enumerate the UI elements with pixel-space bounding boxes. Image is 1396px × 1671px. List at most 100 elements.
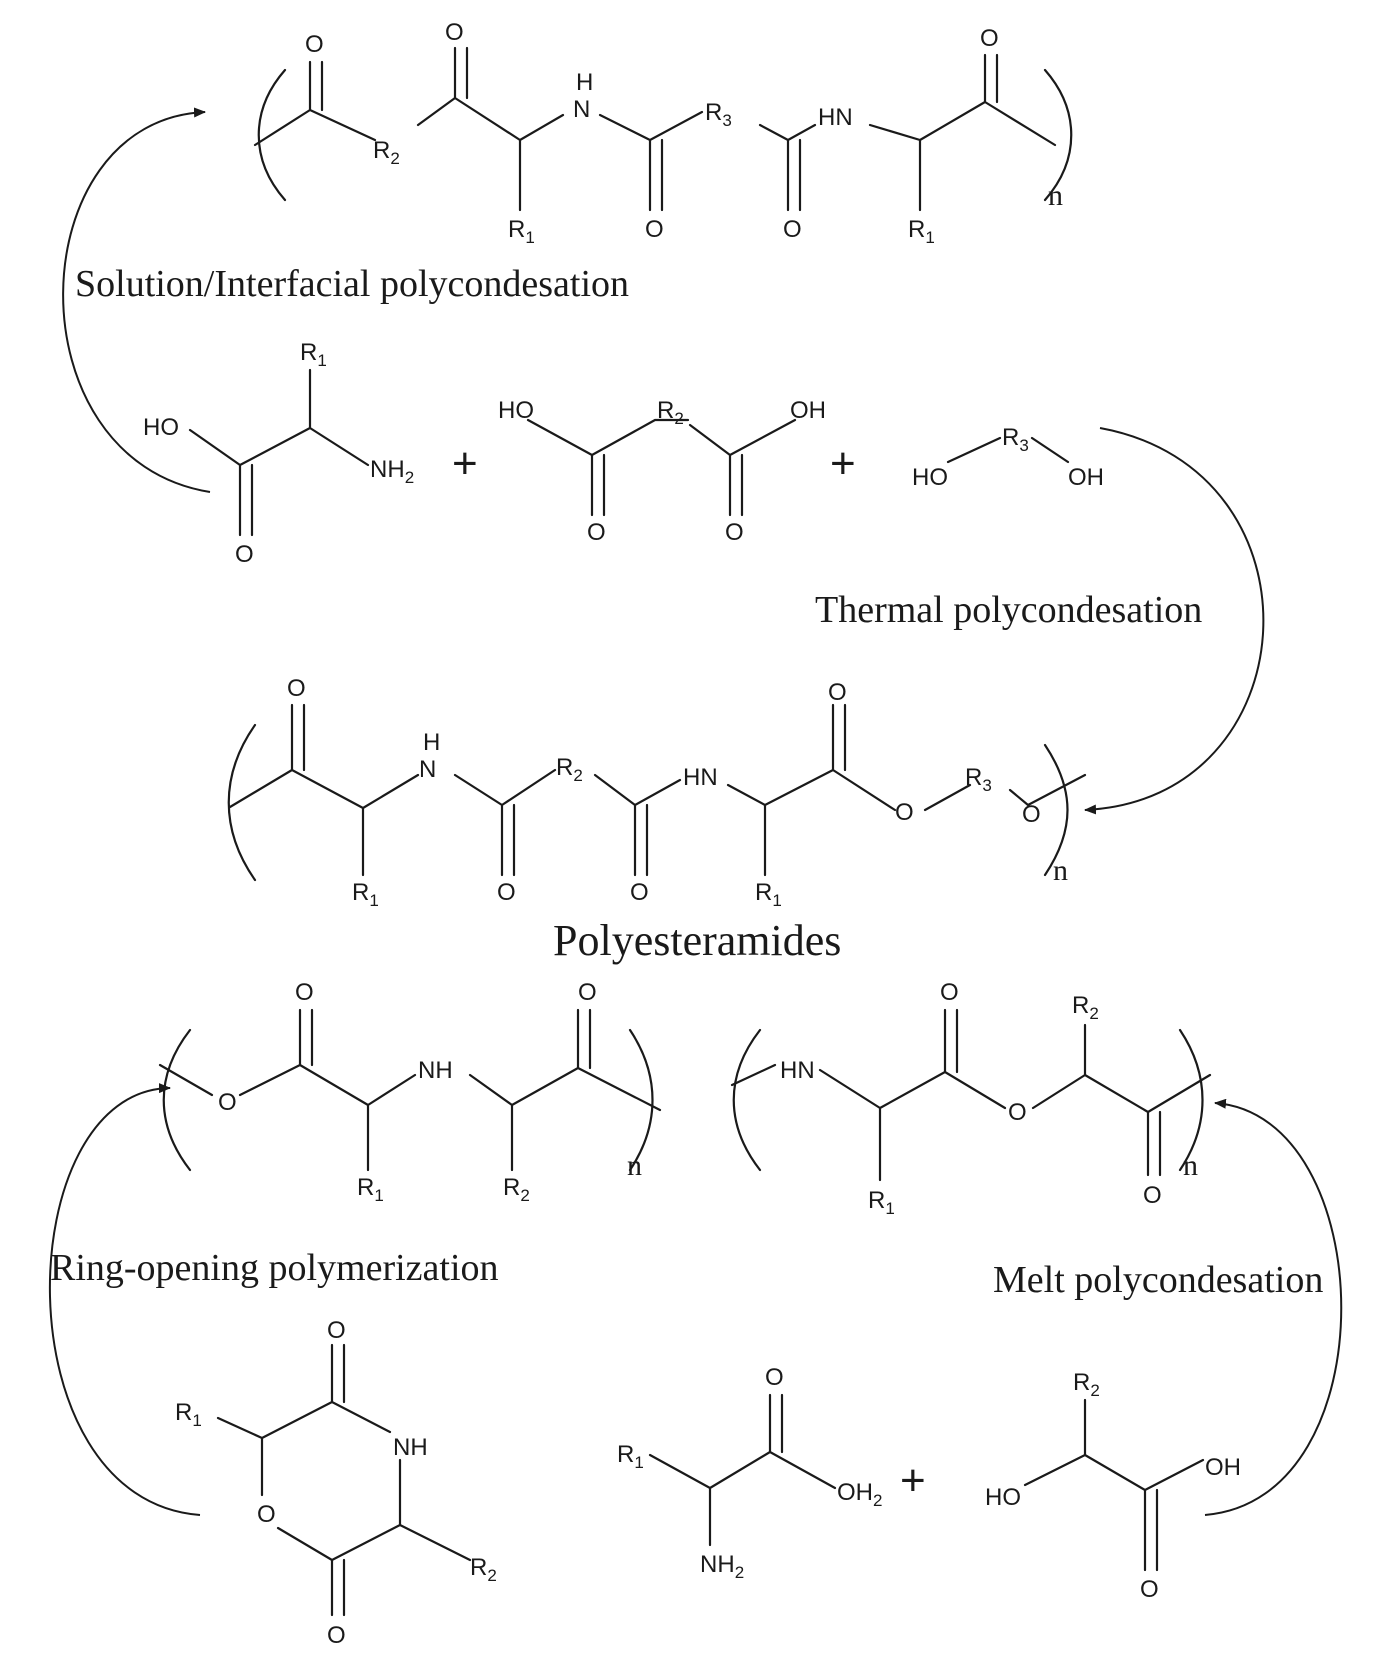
atom-label: R (175, 1399, 192, 1426)
atom-label: R (357, 1174, 374, 1201)
atom-label: R1 (352, 879, 379, 910)
arrow-melt-polycondensation (1204, 1098, 1343, 1516)
polymer-top: O O O O O R2 H N R3 HN R1 R1 n (253, 19, 1073, 247)
atom-label: 2 (573, 766, 582, 785)
atom-label: OH (790, 397, 826, 424)
atom-label: O (305, 31, 324, 58)
arrow-solution-polycondensation (62, 107, 211, 493)
atom-label: NH2 (700, 1551, 744, 1582)
atom-label: R1 (175, 1399, 202, 1430)
atom-label: O (980, 25, 999, 52)
atom-label: O (445, 19, 464, 46)
atom-label: R1 (300, 339, 327, 370)
monomer-cyclic-depsipeptide: R1 O NH O R2 O (175, 1317, 497, 1649)
atom-label: O (765, 1364, 784, 1391)
atom-label: 3 (1019, 436, 1028, 455)
atom-label: 2 (390, 149, 399, 168)
atom-label: O (828, 679, 847, 706)
atom-label: HO (498, 397, 534, 424)
atom-label: R (705, 99, 722, 126)
atom-label: 1 (369, 891, 378, 910)
atom-label: HO (912, 464, 948, 491)
atom-label: R (1072, 992, 1089, 1019)
monomer-amino-acid-1: HO R1 NH2 O (143, 339, 414, 568)
atom-label: R (352, 879, 369, 906)
atom-label: R (300, 339, 317, 366)
atom-label: 2 (735, 1563, 744, 1582)
atom-label: HO (143, 414, 179, 441)
arrow-ring-opening-polymerization (49, 1083, 201, 1516)
atom-label: O (587, 519, 606, 546)
atom-label: O (1022, 801, 1041, 828)
atom-label: R2 (470, 1554, 497, 1585)
plus-sign-3: + (900, 1456, 926, 1505)
atom-label: 1 (317, 351, 326, 370)
thermal-polycondensation-label: Thermal polycondesation (815, 589, 1202, 631)
atom-label: 1 (885, 1199, 894, 1218)
atom-label: N (700, 1551, 717, 1578)
atom-label: HN (818, 104, 853, 131)
atom-label: R (868, 1187, 885, 1214)
atom-label: N (370, 456, 387, 483)
monomer-dicarboxylic-acid: HO R2 OH O O (498, 397, 826, 546)
monomer-diol: HO R3 OH (912, 424, 1104, 491)
atom-label: OH2 (837, 1479, 882, 1510)
atom-label: HN (780, 1057, 815, 1084)
atom-label: R1 (908, 216, 935, 247)
atom-label: R2 (657, 397, 684, 428)
atom-label: R (657, 397, 674, 424)
atom-label: R1 (868, 1187, 895, 1218)
atom-label: R1 (755, 879, 782, 910)
atom-label: R (1002, 424, 1019, 451)
atom-label: O (1143, 1182, 1162, 1209)
atom-label: R (470, 1554, 487, 1581)
atom-label: R2 (503, 1174, 530, 1205)
atom-label: 2 (520, 1186, 529, 1205)
repeat-index-bottom-right: n (1183, 1149, 1198, 1182)
atom-label: R (508, 216, 525, 243)
plus-sign-2: + (830, 439, 856, 488)
atom-label: O (1140, 1576, 1159, 1603)
atom-label: H (717, 1551, 734, 1578)
atom-label: 1 (525, 228, 534, 247)
atom-label: O (783, 216, 802, 243)
atom-label: 1 (634, 1453, 643, 1472)
atom-label: O (287, 675, 306, 702)
atom-label: O (725, 519, 744, 546)
atom-label: 2 (873, 1491, 882, 1510)
atom-label: HN (683, 764, 718, 791)
atom-label: R3 (1002, 424, 1029, 455)
atom-label: N (419, 756, 436, 783)
atom-label: R (556, 754, 573, 781)
repeat-index-top: n (1048, 179, 1063, 212)
polymer-bottom-left: O O O NH R1 R2 n (158, 979, 662, 1205)
atom-label: R (373, 137, 390, 164)
atom-label: OH (1205, 1454, 1241, 1481)
atom-label: O (578, 979, 597, 1006)
atom-label: OH (1068, 464, 1104, 491)
atom-label: 2 (674, 409, 683, 428)
atom-label: R (965, 764, 982, 791)
atom-label: 1 (925, 228, 934, 247)
atom-label: R2 (1073, 1369, 1100, 1400)
plus-sign-1: + (452, 439, 478, 488)
atom-label: NH (393, 1434, 428, 1461)
atom-label: 1 (374, 1186, 383, 1205)
atom-label: O (940, 979, 959, 1006)
polymer-bottom-right: HN O O R2 R1 O n (730, 979, 1212, 1218)
monomer-amino-acid-2: R1 O OH2 NH2 (617, 1364, 882, 1582)
atom-label: 1 (192, 1411, 201, 1430)
ring-opening-polymerization-label: Ring-opening polymerization (50, 1247, 499, 1289)
atom-label: H (387, 456, 404, 483)
solution-polycondensation-label: Solution/Interfacial polycondesation (75, 263, 629, 305)
atom-label: H (576, 69, 593, 96)
atom-label: O (295, 979, 314, 1006)
atom-label: O (257, 1501, 276, 1528)
atom-label: R2 (373, 137, 400, 168)
atom-label: R (1073, 1369, 1090, 1396)
monomer-hydroxy-acid: R2 HO OH O (985, 1369, 1241, 1603)
atom-label: O (235, 541, 254, 568)
atom-label: O (218, 1089, 237, 1116)
atom-label: H (423, 729, 440, 756)
atom-label: NH2 (370, 456, 414, 487)
